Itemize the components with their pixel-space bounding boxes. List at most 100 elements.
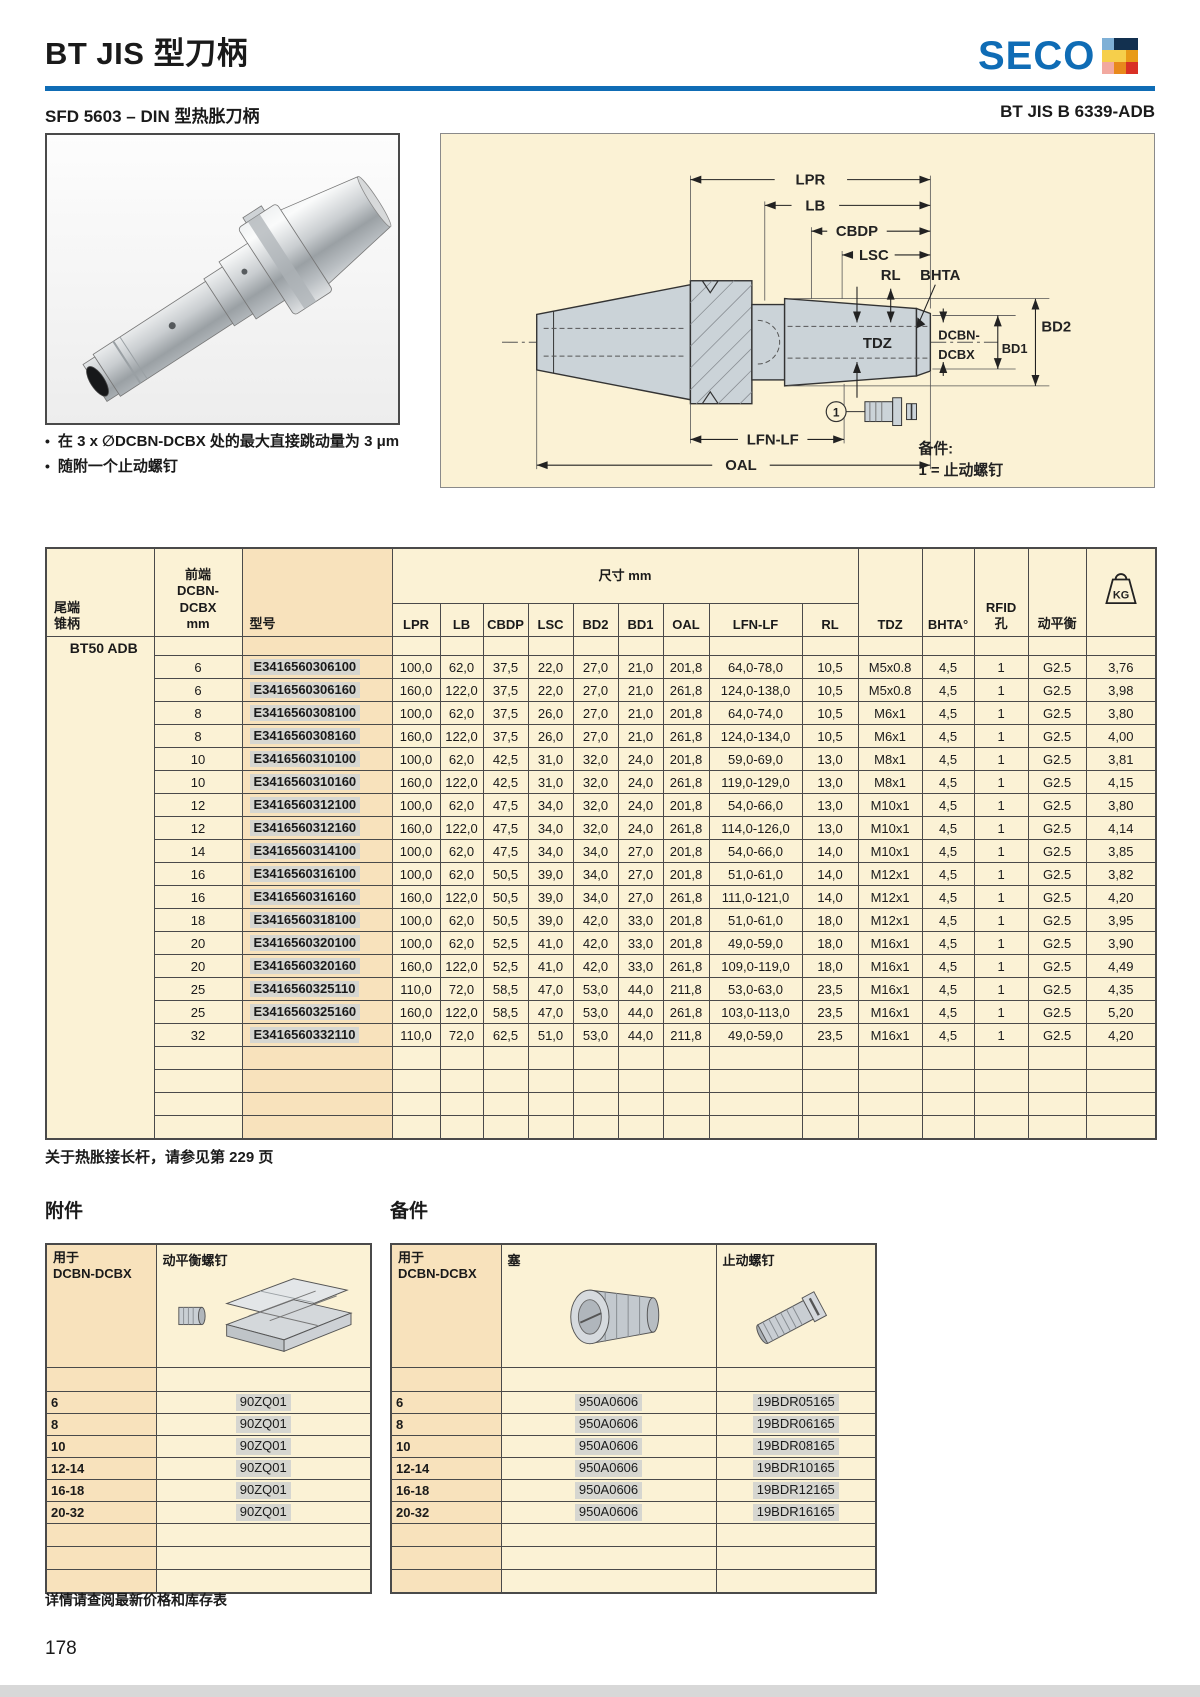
svg-text:BD1: BD1 (1002, 341, 1028, 356)
cell-value: G2.5 (1027, 747, 1087, 771)
col-header-rl: RL (801, 603, 859, 637)
cell (572, 1092, 619, 1116)
cell-size-range: 8 (45, 1413, 157, 1436)
cell (708, 1069, 803, 1093)
cell-value: 261,8 (662, 1000, 710, 1024)
header-row-2: LPR LB CBDP LSC BD2 BD1 OAL LFN-LF RL (46, 603, 1156, 637)
cell-value: 64,0-78,0 (708, 655, 803, 679)
empty-row (46, 1115, 1157, 1140)
cell (715, 1546, 877, 1570)
cell-value: G2.5 (1027, 931, 1087, 955)
cell-value: 122,0 (439, 954, 484, 978)
cell-value: 4,5 (921, 862, 975, 886)
cell-value: 31,0 (527, 770, 574, 794)
col-header-bhta: BHTA° (921, 547, 975, 637)
cell-value: M16x1 (857, 1000, 923, 1024)
cell (921, 1115, 975, 1140)
cell (439, 1115, 484, 1140)
cell-value: 37,5 (482, 701, 529, 725)
spare-col-key: 用于 DCBN-DCBX (390, 1243, 502, 1368)
cell-value: 4,5 (921, 747, 975, 771)
cell-part-number: 19BDR16165 (715, 1501, 877, 1524)
cell-value: 103,0-113,0 (708, 1000, 803, 1024)
cell-value: 4,49 (1085, 954, 1157, 978)
tool-holder-photo (82, 175, 392, 403)
page-title: BT JIS 型刀柄 (45, 36, 249, 71)
bottom-bar (0, 1685, 1200, 1697)
logo-color-cell (1102, 38, 1115, 50)
cell (1027, 1115, 1087, 1140)
cell-value: 10,5 (801, 678, 859, 702)
cell-value: 62,0 (439, 839, 484, 863)
cell-model: E3416560308100 (241, 701, 393, 725)
cell-value: 4,5 (921, 1000, 975, 1024)
cell-value: 54,0-66,0 (708, 839, 803, 863)
cell-value: 42,5 (482, 770, 529, 794)
cell-model: E3416560320160 (241, 954, 393, 978)
svg-text:BD2: BD2 (1041, 319, 1071, 335)
cell-value: 47,5 (482, 816, 529, 840)
cell-value: 27,0 (572, 655, 619, 679)
svg-text:LSC: LSC (859, 248, 889, 264)
cell-value: 26,0 (527, 701, 574, 725)
cell (155, 1546, 372, 1570)
cell-value: 261,8 (662, 885, 710, 909)
cell-value: 1 (973, 678, 1029, 702)
cell-value: 3,81 (1085, 747, 1157, 771)
cell (241, 1046, 393, 1070)
cell-value: M8x1 (857, 747, 923, 771)
cell-value: M6x1 (857, 724, 923, 748)
cell-part-number: 19BDR06165 (715, 1413, 877, 1436)
cell-value: 62,0 (439, 862, 484, 886)
cell-value: 124,0-134,0 (708, 724, 803, 748)
cell-value: 114,0-126,0 (708, 816, 803, 840)
cell-value: 54,0-66,0 (708, 793, 803, 817)
cell-value: 4,15 (1085, 770, 1157, 794)
cell-value: 62,0 (439, 908, 484, 932)
cell-value: 100,0 (391, 931, 441, 955)
cell-value: 4,5 (921, 793, 975, 817)
cell-value: 34,0 (572, 862, 619, 886)
cell (390, 1546, 502, 1570)
cell-model: E3416560308160 (241, 724, 393, 748)
part-number: 19BDR06165 (752, 1416, 839, 1433)
cell (572, 1046, 619, 1070)
cell-value: 32,0 (572, 770, 619, 794)
cell (439, 636, 484, 656)
spare-parts-table: 用于 DCBN-DCBX 塞 (390, 1243, 877, 1594)
cell (1085, 636, 1157, 656)
cell-value: 51,0 (527, 1023, 574, 1047)
cell (482, 1115, 529, 1140)
part-number: 19BDR10165 (752, 1460, 839, 1477)
cell-value: 1 (973, 931, 1029, 955)
cell-part-number: 90ZQ01 (155, 1457, 372, 1480)
cell-value: 100,0 (391, 862, 441, 886)
empty-row (390, 1546, 877, 1570)
cell-value: 3,95 (1085, 908, 1157, 932)
cell-part-number: 90ZQ01 (155, 1479, 372, 1502)
cell-value: 21,0 (617, 701, 664, 725)
cell-value: 3,76 (1085, 655, 1157, 679)
part-number: 90ZQ01 (235, 1460, 291, 1477)
cell-part-number: 19BDR08165 (715, 1435, 877, 1458)
cell-value: 62,5 (482, 1023, 529, 1047)
cell-value: 51,0-61,0 (708, 862, 803, 886)
cell (973, 1092, 1029, 1116)
cell (153, 1115, 243, 1140)
col-header-lfnlf: LFN-LF (708, 603, 803, 637)
cell-value: 160,0 (391, 724, 441, 748)
part-number: E3416560308160 (249, 727, 361, 745)
svg-text:DCBN-: DCBN- (938, 327, 979, 342)
cell (241, 1069, 393, 1093)
cell-value: 4,5 (921, 816, 975, 840)
empty-row (46, 1092, 1157, 1116)
